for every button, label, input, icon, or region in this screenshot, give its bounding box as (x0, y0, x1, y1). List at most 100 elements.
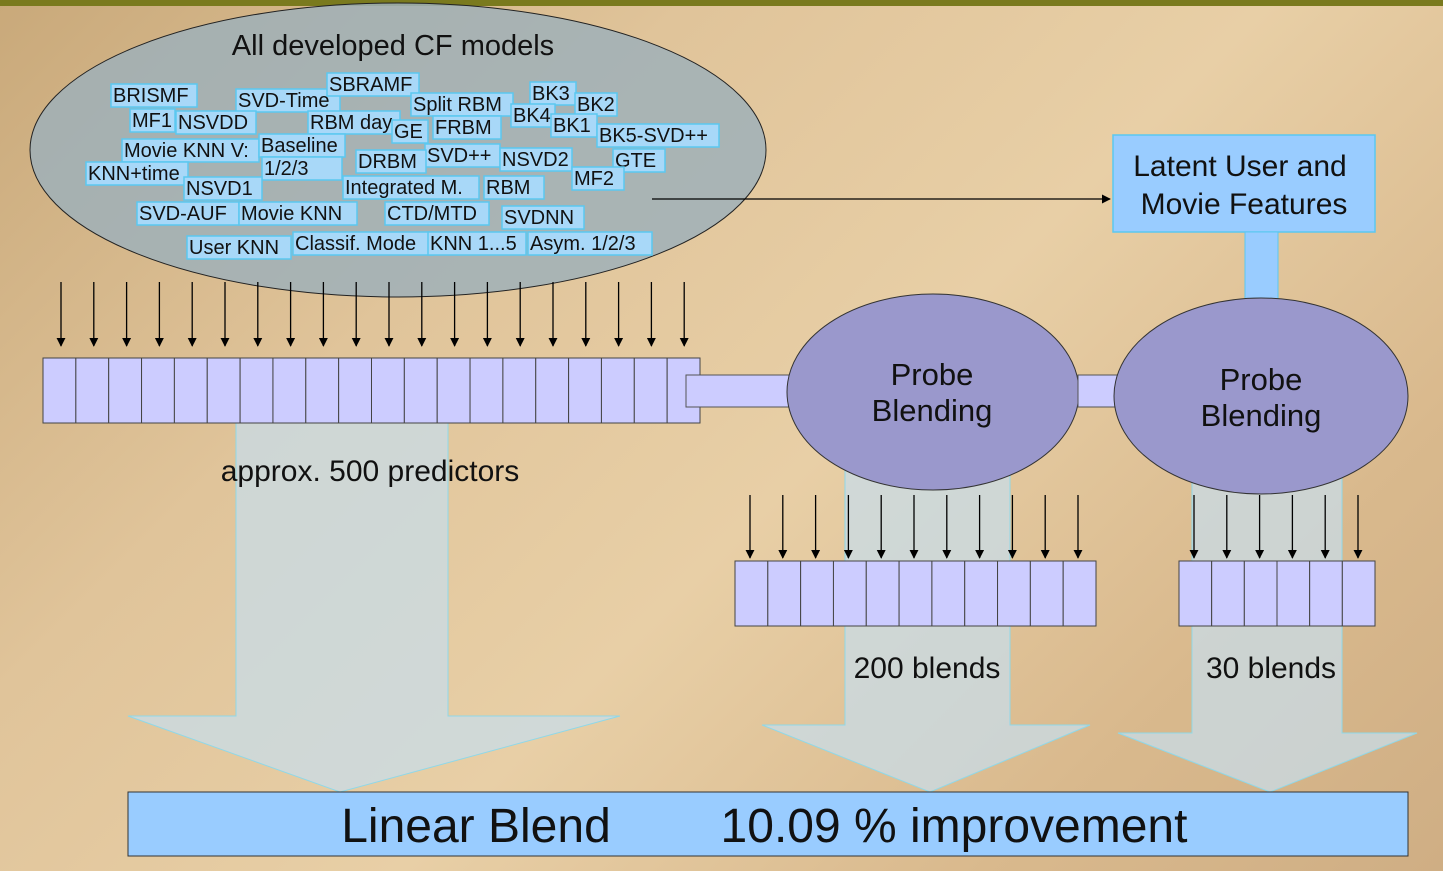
predictor-cell (535, 357, 570, 424)
blend200-cell (964, 560, 999, 627)
cf-model-tag: SVDNN (501, 205, 585, 230)
cf-model-tag: Asym. 1/2/3 (527, 231, 653, 256)
cf-model-tag-box (235, 88, 341, 113)
cf-model-tag: SBRAMF (326, 72, 420, 97)
cf-model-tag: GE (391, 119, 429, 144)
blends30-label: 30 blends (1206, 652, 1336, 685)
predictor-cell (141, 357, 175, 424)
cf-model-tag-label: SVD-Time (238, 90, 329, 112)
blends30-bar (1178, 560, 1376, 627)
predictors-label: approx. 500 predictors (221, 455, 520, 488)
cf-model-tag: BK1 (550, 113, 598, 138)
predictor-bar (42, 357, 701, 424)
cf-model-tag-label: BK2 (577, 94, 615, 116)
predictor-cell (206, 357, 241, 424)
cf-model-tag-label: SVD-AUF (139, 203, 227, 225)
cf-model-tag-label: MF1 (132, 110, 172, 132)
predictor-cell (502, 357, 537, 424)
cf-model-tag-label: GE (394, 121, 423, 143)
probe-blending-1 (786, 293, 1080, 491)
predictor-cell (239, 357, 274, 424)
latent-features-box (1112, 134, 1376, 233)
cf-model-tag: CTD/MTD (384, 201, 490, 226)
predictor-cell (600, 357, 635, 424)
cf-model-tag: BK5-SVD++ (596, 123, 720, 148)
predictor-input-arrows (56, 282, 689, 347)
cf-model-tag-label: MF2 (574, 168, 614, 190)
cf-model-tag: KNN 1...5 (427, 231, 527, 256)
blend1-line2: Blending (872, 393, 993, 428)
blend2-output-arrows (1189, 495, 1363, 559)
blends200-bar (734, 560, 1097, 627)
blend1-line1: Probe (891, 357, 974, 392)
blend30-cell (1243, 560, 1278, 627)
cf-model-tag-box (175, 110, 257, 135)
cf-model-tag: Classif. Mode (292, 231, 434, 256)
cf-model-tag-box (355, 149, 427, 174)
cf-models-title: All developed CF models (232, 30, 554, 62)
cf-model-tag: BK3 (529, 81, 577, 106)
predictor-cell (173, 357, 208, 424)
cf-model-tag-box (183, 176, 263, 201)
cf-model-tag-box (612, 148, 666, 173)
cf-model-tag: User KNN (186, 235, 292, 260)
cf-model-tag: Integrated M. (342, 175, 480, 200)
cf-model-tag: KNN+time (85, 161, 189, 186)
cf-model-tag: GTE (612, 148, 666, 173)
blend200-cell (865, 560, 900, 627)
cf-model-tag-label: User KNN (189, 237, 279, 259)
predictor-cell (436, 357, 471, 424)
cf-model-tag-label: 1/2/3 (264, 158, 308, 180)
cf-model-tag-label: DRBM (358, 151, 417, 173)
cf-model-tag-box (527, 231, 653, 256)
cf-model-tag-label: Movie KNN V: (124, 140, 249, 162)
latent-line2: Movie Features (1141, 188, 1348, 221)
cf-model-tag-label: RBM day (310, 112, 392, 134)
top-bar (0, 0, 1443, 6)
probe-blending-2 (1113, 297, 1409, 495)
predictor-cell (338, 357, 372, 424)
cf-model-tag-label: Movie KNN (241, 203, 342, 225)
cf-model-tag-label: NSVD2 (502, 149, 569, 171)
cf-model-tag-label: KNN 1...5 (430, 233, 517, 255)
cf-model-tag-label: SVD++ (427, 145, 491, 167)
cf-model-tag-box (326, 72, 420, 97)
cf-model-tag: SVD-AUF (136, 201, 240, 226)
cf-model-tag: Movie KNN (238, 201, 358, 226)
cf-model-tag: RBM day (307, 110, 401, 135)
blend200-cell (1062, 560, 1097, 627)
cf-model-tag: FRBM (432, 115, 502, 140)
predictor-cell (633, 357, 668, 424)
blend200-cell (800, 560, 834, 627)
blend30-cell (1178, 560, 1213, 627)
cf-model-tag: MF1 (129, 108, 176, 133)
cf-model-tag-label: BK4 (513, 105, 551, 127)
cf-model-tag-box (432, 115, 502, 140)
predictor-cell (108, 357, 143, 424)
improvement-label: 10.09 % improvement (721, 800, 1188, 853)
cf-model-tag-label: Baseline (261, 135, 338, 157)
blends200-label: 200 blends (854, 652, 1001, 685)
cf-model-tag-label: NSVDD (178, 112, 248, 134)
blend200-cell (832, 560, 867, 627)
cf-model-tag: DRBM (355, 149, 427, 174)
blend30-cell (1309, 560, 1343, 627)
cf-model-tag: NSVD1 (183, 176, 263, 201)
blend200-cell (898, 560, 933, 627)
linear-blend-box (127, 791, 1409, 857)
cf-model-tag: SVD++ (424, 143, 501, 168)
cf-model-tag-label: KNN+time (88, 163, 180, 185)
cf-model-tag-box (384, 201, 490, 226)
cf-model-tag-box (483, 175, 545, 200)
cf-model-tag: Split RBM (410, 92, 514, 117)
cf-model-tag: BK4 (510, 103, 556, 128)
cf-model-tag-box (186, 235, 292, 260)
predictor-cell (403, 357, 438, 424)
cf-model-tag-label: Classif. Mode (295, 233, 416, 255)
predictor-cell (272, 357, 307, 424)
cf-model-tag: NSVD2 (499, 147, 573, 172)
cf-model-tag-box (391, 119, 429, 144)
cf-model-tag: RBM (483, 175, 545, 200)
